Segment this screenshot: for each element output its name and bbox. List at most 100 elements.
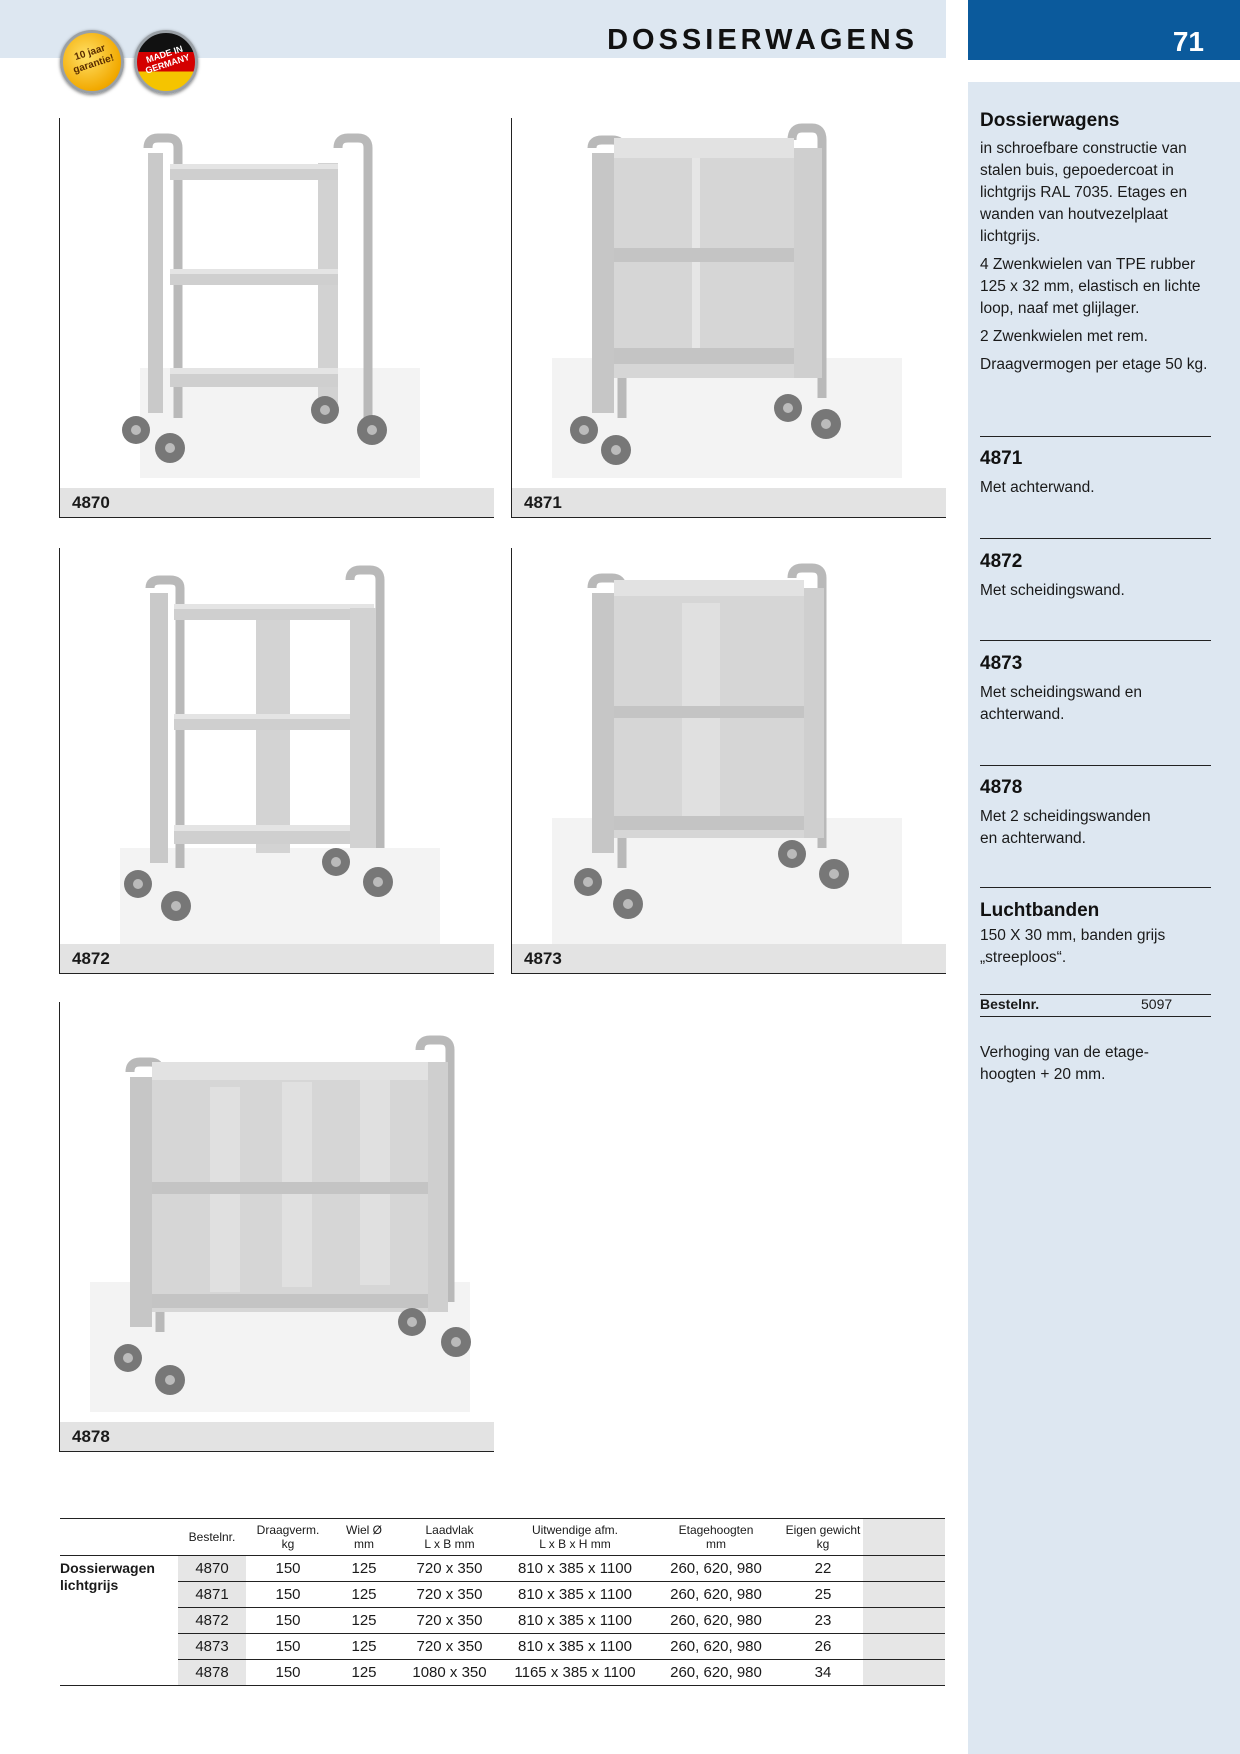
table-row: 4871 150 125 720 x 350 810 x 385 x 1100 … [60, 1581, 945, 1608]
table-cell: 4870 [178, 1555, 246, 1582]
order-label: Bestelnr. [980, 996, 1040, 1012]
table-cell: 810 x 385 x 1100 [518, 1560, 632, 1577]
table-cell: 125 [351, 1638, 377, 1655]
made-in-germany-badge-icon: MADE IN GERMANY [134, 30, 198, 94]
trolley-4878-image [60, 1002, 494, 1422]
product-label-4873: 4873 [512, 944, 946, 974]
table-cell: 810 x 385 x 1100 [518, 1612, 632, 1629]
page-title: DOSSIERWAGENS [607, 24, 918, 56]
product-panel-4873: 4873 [511, 548, 946, 974]
table-cell: 125 [351, 1586, 377, 1603]
table-cell: 810 x 385 x 1100 [518, 1586, 632, 1603]
table-cell: 26 [814, 1638, 832, 1655]
intro-title: Dossierwagens [980, 110, 1120, 131]
divider [980, 436, 1211, 437]
table-cell: 150 [275, 1612, 301, 1629]
table-header: Draagverm.kg [256, 1523, 320, 1551]
product-label-4872: 4872 [60, 944, 494, 974]
variant-text: Met scheidingswand en achterwand. [980, 684, 1142, 723]
variant-text: Met 2 scheidingswanden en achterwand. [980, 808, 1151, 847]
product-label-4878: 4878 [60, 1422, 494, 1452]
order-value: 5097 [1141, 996, 1173, 1012]
intro-text: in schroefbare constructie van stalen bu… [980, 138, 1210, 382]
trolley-4872-image [60, 548, 494, 944]
table-cell: 260, 620, 980 [670, 1586, 762, 1603]
product-label-4870: 4870 [60, 488, 494, 518]
table-cell: 125 [351, 1612, 377, 1629]
product-panel-4878: 4878 [59, 1002, 494, 1452]
table-cell [863, 1581, 945, 1608]
page-number-box: 71 [968, 0, 1240, 60]
intro-paragraph: Draagvermogen per etage 50 kg. [980, 356, 1208, 373]
divider [980, 1016, 1211, 1017]
divider [980, 994, 1211, 995]
variant-text: Met achterwand. [980, 479, 1095, 496]
table-header: Bestelnr. [188, 1530, 236, 1544]
table-cell: 34 [814, 1664, 832, 1681]
intro-paragraph: 2 Zwenkwielen met rem. [980, 328, 1148, 345]
table-cell: 720 x 350 [416, 1560, 483, 1577]
table-header: Uitwendige afm.L x B x H mm [531, 1523, 619, 1551]
page-number: 71 [1172, 26, 1204, 57]
variant-code: 4873 [980, 653, 1023, 674]
tyres-text: 150 X 30 mm, banden grijs „streeploos“. [980, 927, 1166, 966]
trolley-4871-image [512, 118, 946, 488]
table-cell: 125 [351, 1664, 377, 1681]
divider [980, 538, 1211, 539]
table-cell: 150 [275, 1638, 301, 1655]
guarantee-badge-text: 10 jaar garantie! [71, 42, 116, 76]
trolley-4870-image [60, 118, 494, 488]
extra-text: Verhoging van de etage-hoogten + 20 mm. [980, 1044, 1149, 1083]
product-label-4871: 4871 [512, 488, 946, 518]
sidebar-panel [968, 82, 1240, 1754]
table-row: 4878 150 125 1080 x 350 1165 x 385 x 110… [60, 1659, 945, 1686]
table-cell: 125 [351, 1560, 377, 1577]
table-cell [863, 1633, 945, 1660]
table-cell: 720 x 350 [416, 1638, 483, 1655]
intro-paragraph: 4 Zwenkwielen van TPE rubber 125 x 32 mm… [980, 256, 1201, 317]
table-row: 4873 150 125 720 x 350 810 x 385 x 1100 … [60, 1633, 945, 1660]
row-label: Dossierwagen lichtgrijs [60, 1555, 178, 1686]
variant-code: 4872 [980, 551, 1023, 572]
table-cell: 1165 x 385 x 1100 [514, 1664, 636, 1681]
divider [980, 765, 1211, 766]
product-panel-4872: 4872 [59, 548, 494, 974]
intro-paragraph: in schroefbare constructie van stalen bu… [980, 140, 1188, 245]
product-panel-4871: 4871 [511, 118, 946, 518]
guarantee-badge-icon: 10 jaar garantie! [60, 30, 124, 94]
table-row: Dossierwagen lichtgrijs 4870 150 125 720… [60, 1555, 945, 1686]
table-cell: 4873 [178, 1633, 246, 1660]
table-cell: 260, 620, 980 [670, 1612, 762, 1629]
product-panel-4870: 4870 [59, 118, 494, 518]
variant-text: Met scheidingswand. [980, 582, 1125, 599]
table-cell: 720 x 350 [416, 1612, 483, 1629]
table-cell: 25 [814, 1586, 832, 1603]
table-header [60, 1519, 178, 1556]
table-cell: 260, 620, 980 [670, 1560, 762, 1577]
table-cell: 150 [275, 1560, 301, 1577]
table-cell: 720 x 350 [416, 1586, 483, 1603]
table-header [863, 1518, 945, 1556]
table-cell [863, 1659, 945, 1686]
germany-badge-text: MADE IN GERMANY [144, 43, 191, 76]
table-cell: 22 [814, 1560, 832, 1577]
table-row: 4872 150 125 720 x 350 810 x 385 x 1100 … [60, 1607, 945, 1634]
table-cell: 4878 [178, 1659, 246, 1686]
table-cell: 260, 620, 980 [670, 1638, 762, 1655]
table-cell: 810 x 385 x 1100 [518, 1638, 632, 1655]
table-cell: 260, 620, 980 [670, 1664, 762, 1681]
table-cell: 1080 x 350 [412, 1664, 487, 1681]
tyres-title: Luchtbanden [980, 900, 1100, 921]
table-cell: 23 [814, 1612, 832, 1629]
trolley-4873-image [512, 548, 946, 944]
table-cell: 4871 [178, 1581, 246, 1608]
table-cell: 150 [275, 1586, 301, 1603]
table-cell: 150 [275, 1664, 301, 1681]
variant-code: 4871 [980, 448, 1023, 469]
variant-code: 4878 [980, 777, 1023, 798]
